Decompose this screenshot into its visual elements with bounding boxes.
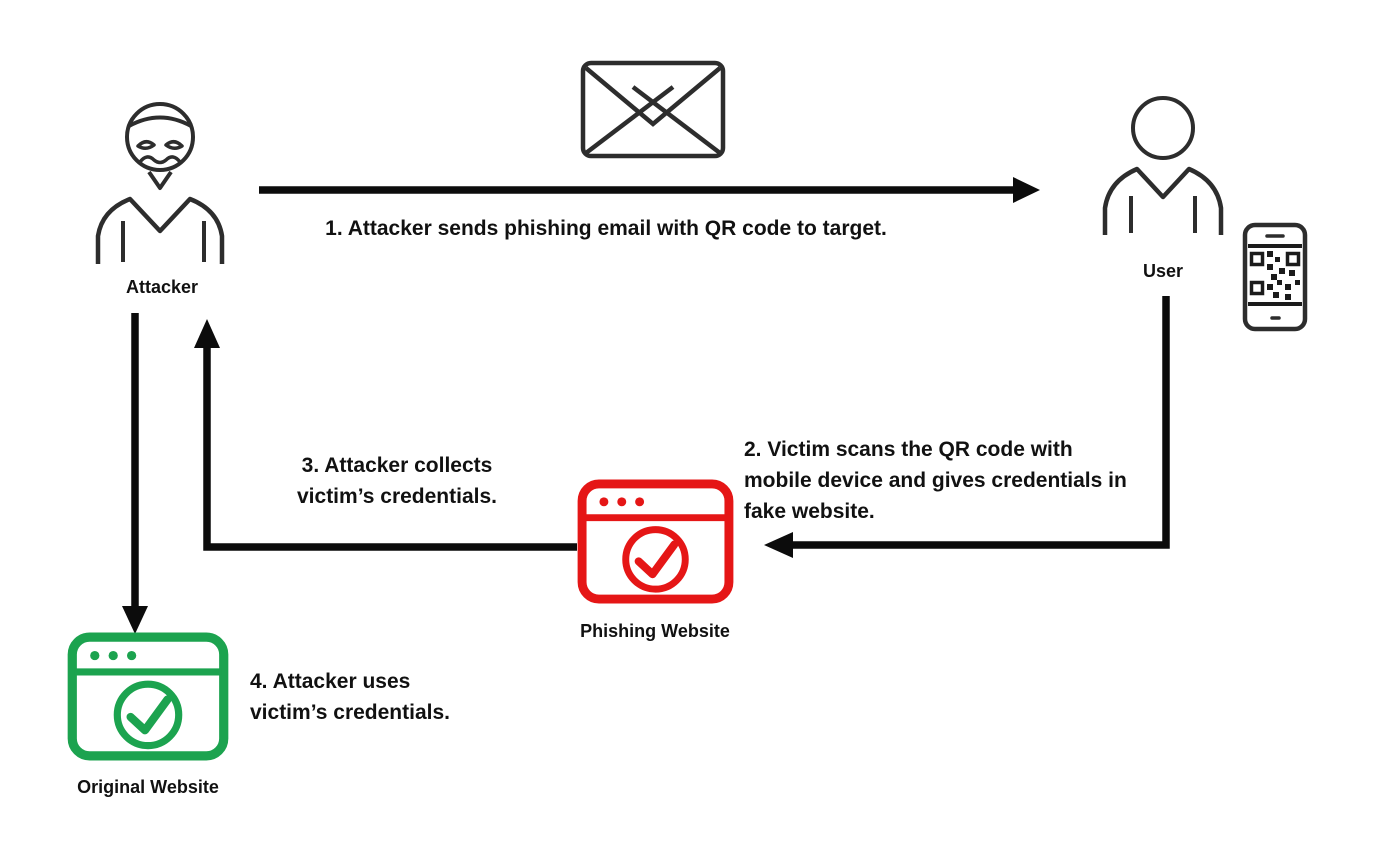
smartphone-qr-code-icon <box>1242 222 1308 332</box>
step3-text: 3. Attacker collects victim’s credential… <box>297 454 497 508</box>
qr-code-pattern <box>1248 244 1302 306</box>
arrow-step4 <box>122 313 148 634</box>
original-website-label: Original Website <box>77 777 219 797</box>
step4-text: 4. Attacker uses victim’s credentials. <box>250 670 450 724</box>
step2-text: 2. Victim scans the QR code with mobile … <box>744 438 1127 523</box>
user-label: User <box>1142 261 1184 281</box>
browser-check-icon-red <box>577 479 734 604</box>
arrow-step2 <box>764 296 1170 558</box>
arrow-step1 <box>259 177 1040 203</box>
step1-text: 1. Attacker sends phishing email with QR… <box>325 217 887 240</box>
browser-check-icon-green <box>67 632 229 761</box>
arrow-step3 <box>194 319 577 551</box>
phishing-website-label: Phishing Website <box>580 621 730 641</box>
masked-attacker-icon <box>95 102 225 264</box>
user-icon <box>1102 96 1224 235</box>
attacker-label: Attacker <box>125 277 199 297</box>
email-envelope-icon <box>580 60 726 159</box>
